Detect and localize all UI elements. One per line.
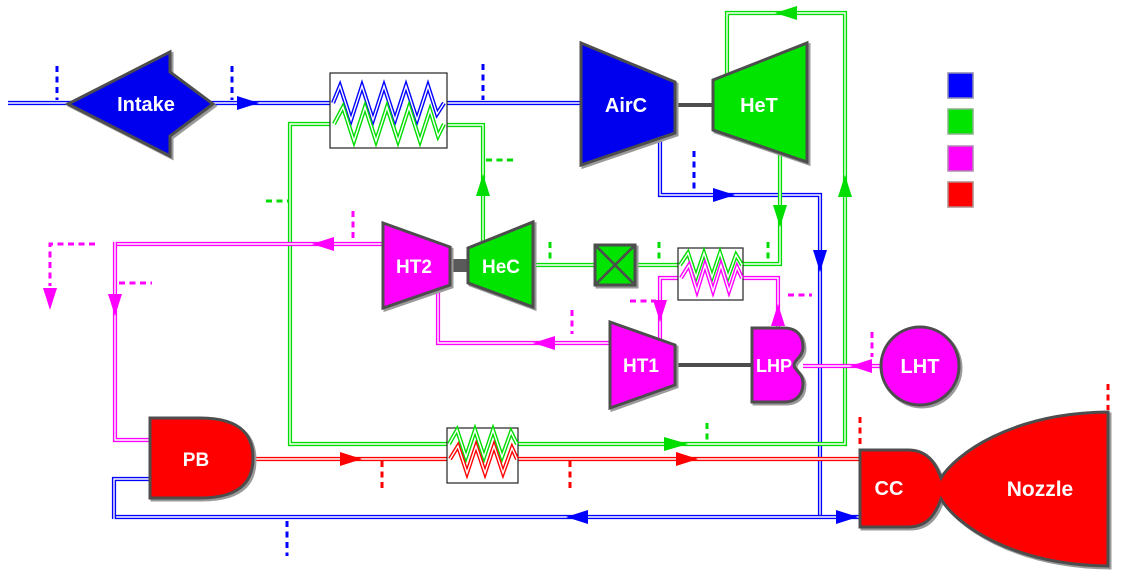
legend-swatch-hydrogen: [947, 145, 974, 172]
shafts: [448, 103, 752, 367]
lht-label: LHT: [901, 356, 940, 378]
helium-flow-path: [266, 6, 852, 451]
air-flow-path: [8, 64, 860, 556]
helium-valve: [593, 243, 637, 287]
hydrogen-arrow: [653, 300, 667, 322]
ht2-label: HT2: [396, 257, 432, 278]
legend: [947, 72, 974, 208]
air-arrow: [237, 96, 259, 110]
legend-swatch-air: [947, 72, 974, 99]
legend-swatch-combustion: [947, 181, 974, 208]
component-helium-turbine: HeT: [711, 40, 809, 165]
hydrogen-vent-dashed: [48, 242, 95, 286]
het-label: HeT: [740, 95, 778, 117]
hydrogen-vent-arrow: [43, 288, 57, 310]
air-arrow: [566, 510, 588, 524]
helium-arrow: [775, 6, 797, 20]
ht2-hec-shaft: [448, 259, 470, 272]
cc-label: CC: [875, 478, 904, 500]
component-hydrogen-turbine-1: HT1: [608, 319, 677, 411]
hydrogen-arrow: [850, 359, 872, 373]
hydrogen-arrow: [108, 294, 122, 316]
ht1-label: HT1: [623, 356, 659, 377]
hydrogen-arrow: [533, 336, 555, 350]
component-helium-compressor: HeC: [466, 219, 535, 310]
combustion-arrow: [676, 452, 698, 466]
air-arrow: [813, 250, 827, 272]
component-lh-pump: LHP: [750, 326, 805, 404]
combustion-flow-path: [253, 384, 1110, 489]
helium-arrow: [773, 205, 787, 227]
hydrogen-flow-path: [43, 211, 881, 443]
component-hydrogen-turbine-2: HT2: [381, 220, 452, 311]
component-air-compressor: AirC: [579, 40, 677, 168]
component-preburner: PB: [148, 416, 255, 500]
helium-arrow: [838, 175, 852, 197]
hydrogen-arrow: [312, 237, 334, 251]
air-arrow: [713, 188, 735, 202]
component-intake: Intake: [64, 49, 216, 159]
helium-arrow: [476, 174, 490, 196]
lhp-label: LHP: [756, 356, 792, 376]
intake-label: Intake: [117, 94, 175, 116]
precooler-heat-exchanger: [329, 72, 448, 149]
combustion-arrow: [340, 452, 362, 466]
air-arrow: [836, 510, 858, 524]
component-combustion-chamber-nozzle: CC Nozzle: [858, 410, 1110, 568]
hydrogen-arrow: [771, 304, 785, 326]
helium-combustion-heat-exchanger: [446, 423, 519, 484]
helium-hydrogen-heat-exchanger: [677, 246, 744, 301]
airc-label: AirC: [605, 95, 647, 117]
legend-swatch-helium: [947, 108, 974, 135]
pb-label: PB: [183, 450, 209, 471]
helium-arrow: [664, 437, 688, 451]
component-lh-tank: LHT: [879, 325, 961, 407]
hec-label: HeC: [482, 257, 520, 278]
nozzle-label: Nozzle: [1007, 478, 1074, 501]
